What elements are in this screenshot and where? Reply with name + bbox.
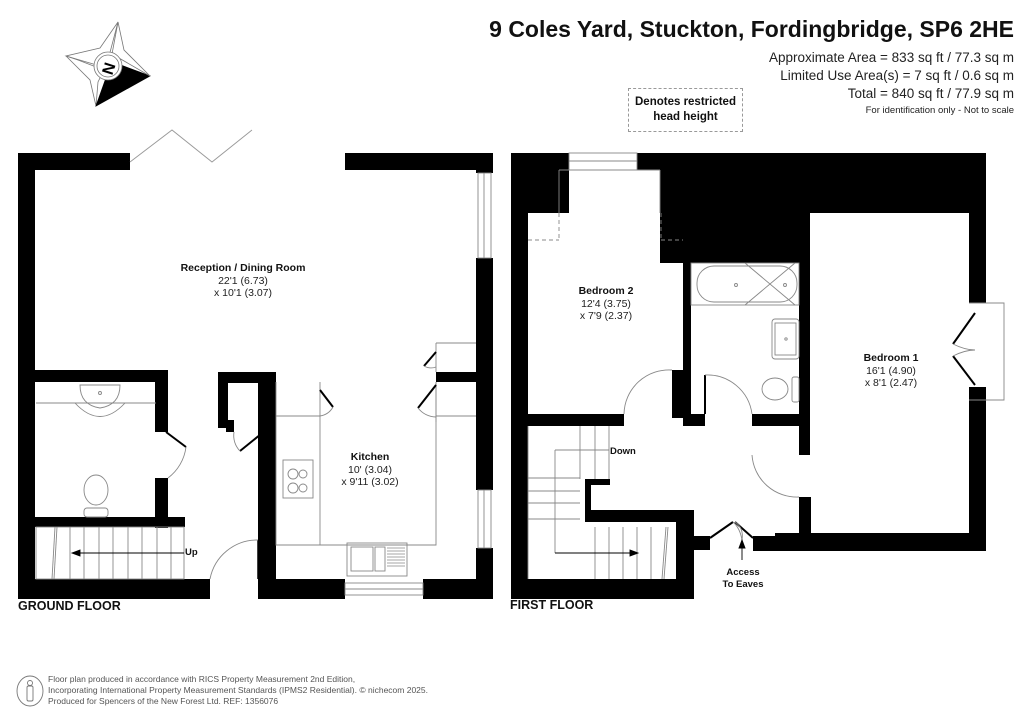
room-name: Kitchen [350,451,390,463]
access-to-eaves-label: Access To Eaves [722,567,764,591]
room-dim-2: x 7'9 (2.37) [579,310,633,322]
room-kitchen: Kitchen 10' (3.04) x 9'11 (3.02) [341,451,398,489]
eaves-label-line-2: To Eaves [722,579,764,590]
legend-line-2: head height [653,111,718,123]
room-dim-2: x 10'1 (3.07) [213,287,273,299]
stairs-up-label: Up [185,547,198,558]
total-area: Total = 840 sq ft / 77.9 sq m [847,86,1014,101]
svg-text:N: N [100,61,120,77]
ground-floor-fixtures [35,129,492,596]
stairs-down-label: Down [610,446,636,457]
room-dim-1: 12'4 (3.75) [581,297,631,310]
restricted-height-legend: Denotes restricted head height [628,88,743,132]
room-dim-2: x 8'1 (2.47) [864,377,918,389]
room-bedroom-2: Bedroom 2 12'4 (3.75) x 7'9 (2.37) [579,285,634,323]
room-name: Bedroom 1 [863,352,919,364]
room-name: Reception / Dining Room [180,262,306,274]
room-dim-1: 10' (3.04) [347,463,393,476]
footer-line-1: Floor plan produced in accordance with R… [48,674,356,684]
eaves-label-line-1: Access [726,567,760,578]
footer-line-3: Produced for Spencers of the New Forest … [48,696,279,706]
room-reception-dining: Reception / Dining Room 22'1 (6.73) x 10… [181,262,306,300]
approximate-area: Approximate Area = 833 sq ft / 77.3 sq m [768,50,1014,65]
room-bedroom-1: Bedroom 1 16'1 (4.90) x 8'1 (2.47) [864,352,919,390]
ground-floor-label: GROUND FLOOR [18,599,121,613]
room-dim-2: x 9'11 (3.02) [341,476,399,488]
room-dim-1: 16'1 (4.90) [866,364,916,377]
scale-disclaimer: For identification only - Not to scale [865,105,1014,116]
room-dim-1: 22'1 (6.73) [218,274,268,287]
footer-notes: Floor plan produced in accordance with R… [48,674,428,707]
first-floor-label: FIRST FLOOR [510,598,594,612]
first-floor-fixtures [527,152,1005,580]
legend-line-1: Denotes restricted [635,96,736,108]
compass-north-icon: N [64,21,151,107]
first-floor-walls [511,153,986,599]
person-scale-icon [16,675,44,707]
room-name: Bedroom 2 [578,285,634,297]
ground-floor-walls [18,153,493,599]
footer-line-2: Incorporating International Property Mea… [48,685,428,695]
property-address: 9 Coles Yard, Stuckton, Fordingbridge, S… [489,16,1014,42]
limited-use-area: Limited Use Area(s) = 7 sq ft / 0.6 sq m [780,68,1014,83]
